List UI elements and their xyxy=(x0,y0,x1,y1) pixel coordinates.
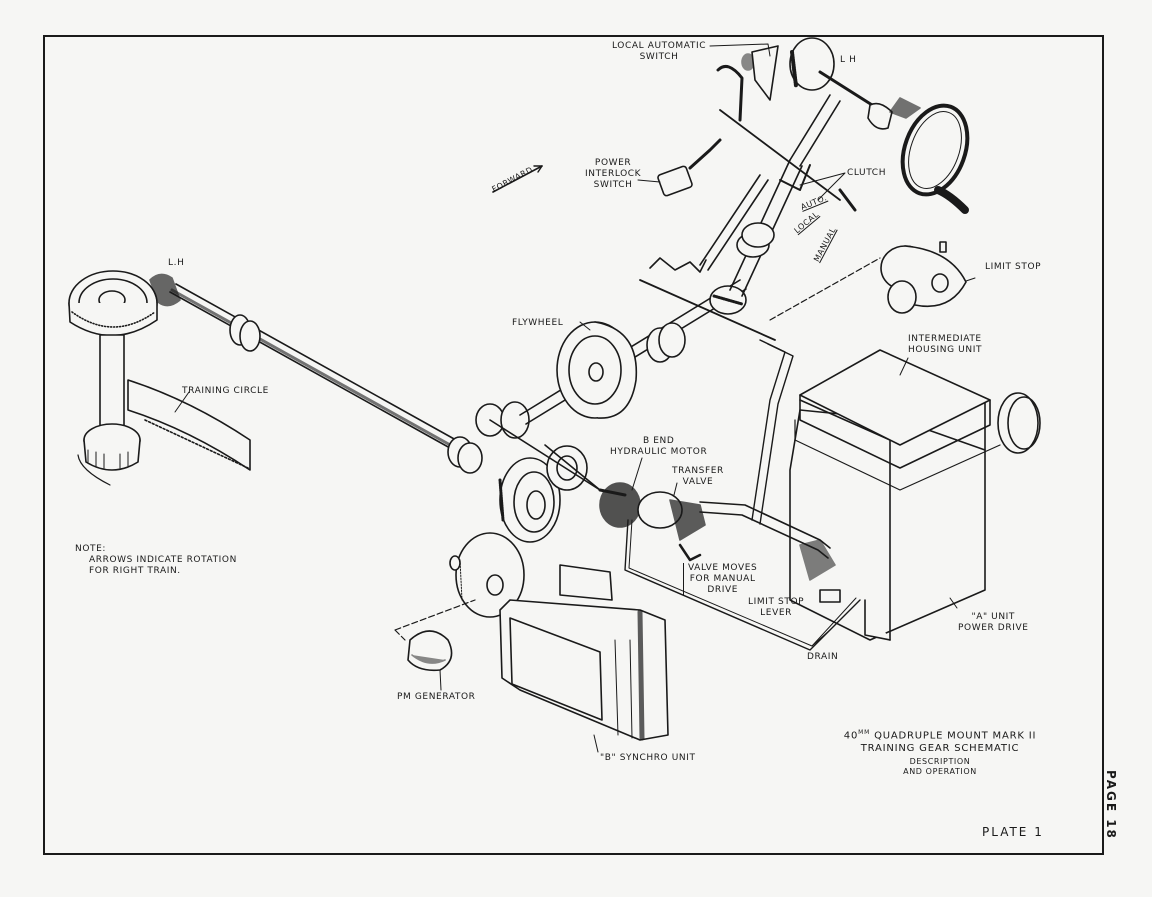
label-power-interlock-switch: POWER INTERLOCK SWITCH xyxy=(585,158,641,191)
label-transfer-valve: TRANSFER VALVE xyxy=(672,466,724,488)
title-line-4: AND OPERATION xyxy=(903,767,977,777)
a-unit-power-drive xyxy=(789,349,1041,641)
title-line-3: DESCRIPTION xyxy=(909,757,971,767)
label-line: LIMIT STOP xyxy=(748,597,805,607)
limit-stop xyxy=(769,241,967,321)
b-end-motor xyxy=(599,482,641,528)
label-line: SWITCH xyxy=(593,180,633,190)
label-clutch: CLUTCH xyxy=(847,168,887,178)
label-line: DRIVE xyxy=(707,585,738,595)
label-line: VALVE xyxy=(682,477,714,487)
drive-motor xyxy=(997,392,1039,454)
label-flywheel: FLYWHEEL xyxy=(512,318,564,328)
title-line-2: TRAINING GEAR SCHEMATIC xyxy=(860,743,1020,755)
synchro-assembly xyxy=(394,532,669,741)
label-limit-stop: LIMIT STOP xyxy=(985,262,1042,272)
central-gears xyxy=(475,401,601,543)
flywheel-assembly xyxy=(519,279,747,425)
top-handwheel-assembly xyxy=(657,37,970,214)
title-mount: QUADRUPLE MOUNT MARK II xyxy=(874,730,1037,742)
pm-generator xyxy=(407,630,453,672)
label-line: HYDRAULIC MOTOR xyxy=(610,447,708,457)
label-a-unit-power-drive: "A" UNIT POWER DRIVE xyxy=(958,612,1029,634)
label-drain: DRAIN xyxy=(807,652,839,662)
limit-stop-lever xyxy=(819,589,841,603)
note-heading: NOTE: xyxy=(75,544,107,554)
label-b-end-hydraulic-motor: B END HYDRAULIC MOTOR xyxy=(610,436,707,458)
label-local-automatic-switch: LOCAL AUTOMATIC SWITCH xyxy=(612,41,706,63)
label-line: FOR MANUAL xyxy=(689,574,756,584)
plate-border xyxy=(43,35,1104,855)
vertical-drive xyxy=(639,94,841,525)
handwheel xyxy=(900,103,970,197)
training-circle-assembly xyxy=(68,270,251,486)
hydraulic-piping xyxy=(598,482,861,651)
label-note: NOTE: ARROWS INDICATE ROTATION FOR RIGHT… xyxy=(75,544,237,577)
left-worm xyxy=(149,273,181,307)
label-line: LOCAL AUTOMATIC xyxy=(612,41,707,51)
label-training-circle: TRAINING CIRCLE xyxy=(182,386,269,396)
label-line: SWITCH xyxy=(639,52,679,62)
note-line: FOR RIGHT TRAIN. xyxy=(89,566,181,576)
title-caliber: 40 xyxy=(843,730,859,742)
label-valve-moves: VALVE MOVES FOR MANUAL DRIVE xyxy=(683,563,757,596)
label-line: POWER DRIVE xyxy=(958,623,1029,633)
label-intermediate-housing: INTERMEDIATE HOUSING UNIT xyxy=(908,334,982,356)
label-limit-stop-lever: LIMIT STOP LEVER xyxy=(748,597,804,619)
label-line: HOUSING UNIT xyxy=(908,345,983,355)
top-gear xyxy=(789,37,835,91)
title-line-1: 40MM QUADRUPLE MOUNT MARK II xyxy=(830,726,1050,742)
power-interlock-switch xyxy=(657,165,693,197)
label-line: LEVER xyxy=(760,608,792,618)
label-line: INTERLOCK xyxy=(585,169,642,179)
page-number: PAGE 18 xyxy=(1104,770,1118,840)
leader-lines xyxy=(174,43,976,753)
title-caliber-unit: MM xyxy=(858,729,871,736)
title-block: 40MM QUADRUPLE MOUNT MARK II TRAINING GE… xyxy=(830,726,1050,777)
main-shaft xyxy=(169,283,483,474)
label-b-synchro-unit: "B" SYNCHRO UNIT xyxy=(600,753,696,763)
label-lh-top: L H xyxy=(840,55,857,65)
training-circle-ring xyxy=(127,379,251,471)
label-line: TRANSFER xyxy=(672,466,724,476)
note-line: ARROWS INDICATE ROTATION xyxy=(89,555,237,565)
label-line: INTERMEDIATE xyxy=(908,334,982,344)
plate-number: PLATE 1 xyxy=(982,825,1044,839)
lower-disc-gear xyxy=(455,532,525,618)
left-pinion-shaft xyxy=(99,334,125,431)
label-line: VALVE MOVES xyxy=(688,563,758,573)
label-line: B END xyxy=(642,436,675,446)
forward-arrow xyxy=(492,165,543,193)
label-line: POWER xyxy=(594,158,632,168)
label-lh-left: L.H xyxy=(168,258,185,268)
label-pm-generator: PM GENERATOR xyxy=(397,692,476,702)
label-line: "A" UNIT xyxy=(971,612,1016,622)
